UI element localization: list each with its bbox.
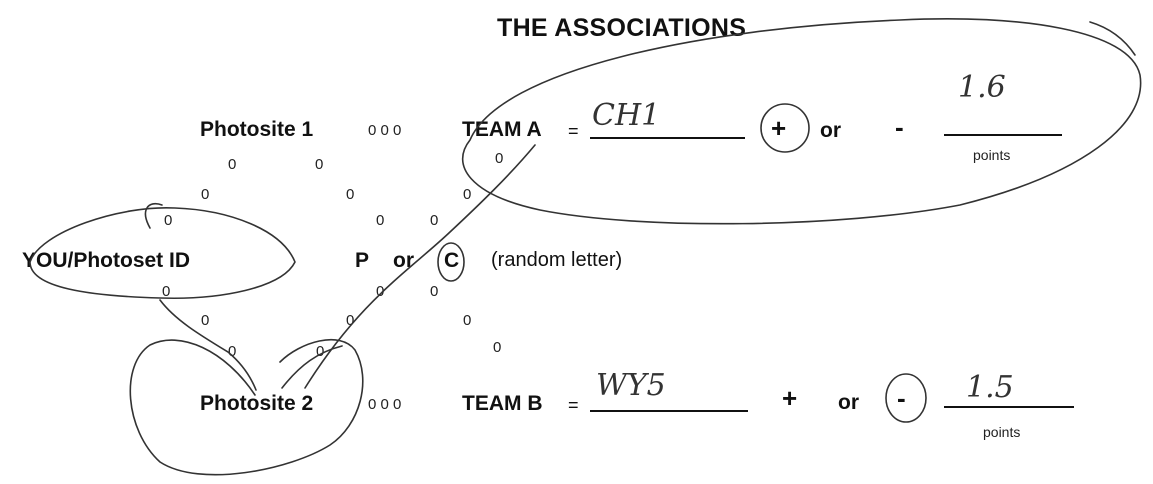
scatter-zero: 0 [463, 312, 472, 329]
connector-stroke-mark [281, 345, 343, 389]
team-a-minus[interactable]: - [895, 112, 904, 142]
team-b-plus[interactable]: + [782, 383, 798, 413]
team-b-points-value[interactable]: 1.5 [966, 370, 1014, 405]
team-b-points-line [944, 406, 1074, 408]
team-a-label: TEAM A [462, 118, 542, 141]
scatter-zero: 0 [376, 283, 385, 300]
scatter-zero: 0 [430, 212, 439, 229]
photosite-2-loop-mark [129, 339, 364, 476]
scatter-zero: 0 [228, 156, 237, 173]
team-a-blank-line [590, 137, 745, 139]
team-a-equals: = [568, 121, 579, 141]
scatter-zero: 0 [346, 312, 355, 329]
team-a-points-line [944, 134, 1062, 136]
team-b-label: TEAM B [462, 392, 543, 415]
random-letter-note: (random letter) [491, 249, 623, 271]
scatter-zero: 0 [316, 343, 325, 360]
team-b-minus[interactable]: - [897, 383, 906, 413]
minus-circle-mark [885, 373, 927, 423]
scatter-zero: 0 [463, 186, 472, 203]
scatter-zero: 0 [164, 212, 173, 229]
team-b-value[interactable]: WY5 [596, 368, 666, 403]
photosite-1-zeros: 0 0 0 [368, 122, 402, 139]
scatter-zero: 0 [201, 312, 210, 329]
answer-oval-tail-mark [1089, 21, 1136, 56]
team-b-blank-line [590, 410, 748, 412]
scatter-zero: 0 [162, 283, 171, 300]
team-b-equals: = [568, 395, 579, 415]
plus-circle-mark [760, 103, 810, 153]
scatter-zero: 0 [228, 343, 237, 360]
letter-c-circle-mark [437, 242, 465, 282]
connector-stroke-mark [304, 144, 536, 389]
team-a-points-value[interactable]: 1.6 [958, 70, 1006, 105]
team-b-points-label: points [983, 424, 1021, 440]
team-b-or: or [838, 391, 859, 414]
photoset-id-oval-mark [29, 207, 296, 300]
letter-or: or [393, 249, 414, 272]
team-a-plus[interactable]: + [771, 113, 787, 143]
team-a-or: or [820, 119, 841, 142]
team-a-value[interactable]: CH1 [592, 98, 661, 133]
scatter-zero: 0 [430, 283, 439, 300]
scatter-zero: 0 [493, 339, 502, 356]
letter-c-option[interactable]: C [444, 249, 460, 272]
page-title: THE ASSOCIATIONS [497, 14, 747, 42]
scatter-zero: 0 [495, 150, 504, 167]
photosite-2-label: Photosite 2 [200, 392, 314, 415]
scatter-zero: 0 [201, 186, 210, 203]
team-a-points-label: points [973, 147, 1011, 163]
photoset-id-label: YOU/Photoset ID [22, 249, 191, 272]
scatter-zero: 0 [376, 212, 385, 229]
photosite-2-zeros: 0 0 0 [368, 396, 402, 413]
letter-p-option[interactable]: P [355, 249, 370, 272]
photoset-id-loop-mark [144, 203, 163, 229]
connector-stroke-mark [159, 299, 257, 391]
photosite-1-label: Photosite 1 [200, 118, 314, 141]
scatter-zero: 0 [346, 186, 355, 203]
answer-oval-mark [461, 18, 1142, 225]
scatter-zero: 0 [315, 156, 324, 173]
